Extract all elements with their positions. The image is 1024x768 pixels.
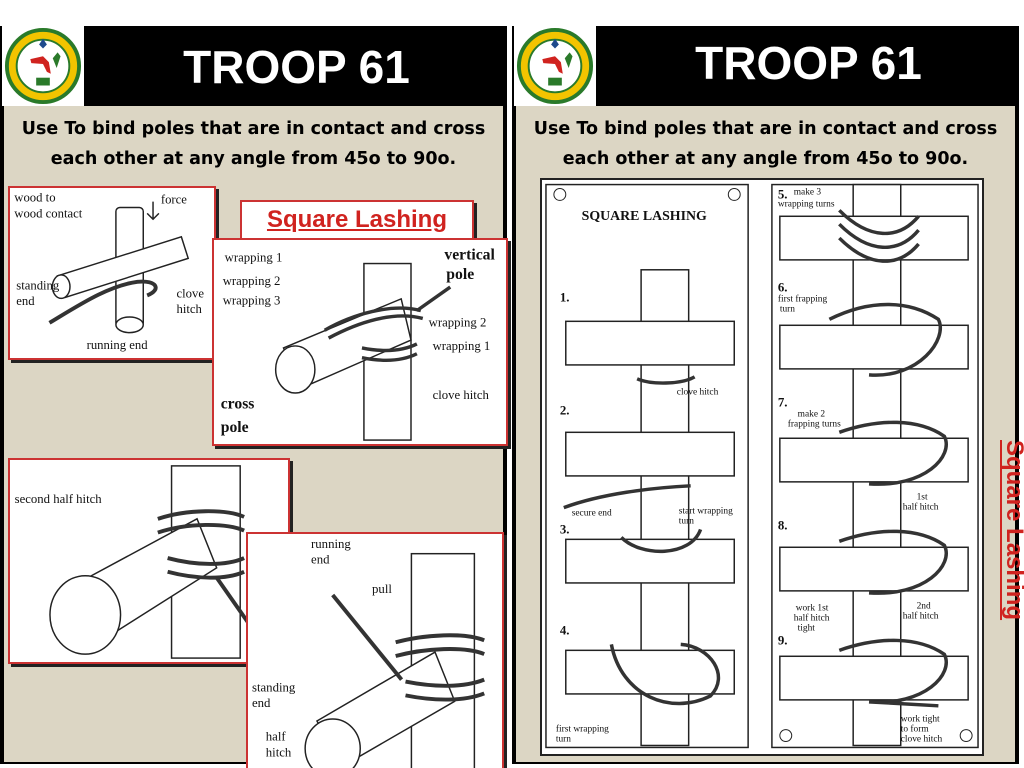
- troop-logo-right: [514, 26, 596, 106]
- label-wood-contact: wood contact: [14, 206, 82, 220]
- half-hitch-illustration: second half hitch pull: [15, 465, 276, 659]
- label-wrapping-1: wrapping 1: [225, 251, 283, 265]
- label-wrapping-3: wrapping 3: [223, 294, 281, 308]
- square-lashing-tag: Square Lashing: [240, 200, 474, 240]
- label-first-frapping: first frapping: [778, 294, 828, 305]
- label-pull-2: pull: [372, 582, 392, 596]
- label-half-hitch-3: half hitch: [903, 611, 939, 622]
- right-slide: TROOP 61 Use To bind poles that are in c…: [512, 26, 1019, 764]
- step-6: 6.: [778, 281, 788, 295]
- label-first-wrapping: first wrapping: [556, 724, 609, 735]
- label-half-hitch: half hitch: [903, 502, 939, 513]
- label-frapping-turns: frapping turns: [788, 418, 841, 429]
- page-title-right: TROOP 61: [695, 37, 922, 89]
- label-wood-to: wood to: [14, 191, 55, 205]
- label-wrapping-turns: wrapping turns: [778, 199, 835, 209]
- wrapping-illustration: wrapping 1 wrapping 2 wrapping 3 vertica…: [221, 247, 496, 441]
- step-4: 4.: [560, 623, 570, 637]
- label-second-half-hitch: second half hitch: [15, 492, 103, 506]
- label-end: end: [16, 294, 35, 308]
- label-work-tight: work tight: [901, 715, 940, 725]
- poles-illustration: wood to wood contact force standing end …: [14, 191, 204, 353]
- finish-illustration: running end pull standing end half hitch: [252, 537, 485, 768]
- label-running: running: [311, 537, 351, 551]
- step-8: 8.: [778, 518, 788, 532]
- step-1: 1.: [560, 291, 570, 305]
- florida-emblem-icon: [516, 27, 594, 105]
- figure-wood-contact: wood to wood contact force standing end …: [8, 186, 216, 360]
- figure-half-hitch: second half hitch pull: [8, 458, 290, 664]
- description: Use To bind poles that are in contact an…: [21, 119, 486, 169]
- label-half: half: [266, 730, 287, 744]
- sheet-title: SQUARE LASHING: [582, 209, 707, 224]
- label-running-end: running end: [87, 338, 149, 352]
- label-turn: turn: [679, 516, 694, 526]
- label-first: 1st: [917, 493, 928, 503]
- label-standing-end: end: [252, 696, 271, 710]
- label-secure-end: secure end: [572, 509, 612, 519]
- step-7: 7.: [778, 396, 788, 410]
- label-hitch: hitch: [176, 302, 202, 316]
- florida-emblem-icon: [4, 27, 82, 105]
- label-clove-hitch: clove hitch: [433, 388, 490, 402]
- troop-logo: [2, 26, 84, 106]
- label-tight: tight: [798, 624, 816, 634]
- label-pole: pole: [446, 266, 474, 283]
- label-running-end: end: [311, 553, 330, 567]
- label-half-hitch: hitch: [266, 745, 292, 759]
- label-standing-2: standing: [252, 680, 296, 694]
- instruction-illustration: SQUARE LASHING 1. 2. 3. 4. 5. 6. 7. 8. 9…: [545, 183, 979, 749]
- label-clove: clove: [176, 286, 204, 300]
- square-lashing-vertical-tag: Square Lashing: [1001, 439, 1024, 621]
- figure-finish: running end pull standing end half hitch: [246, 532, 504, 768]
- label-cross: cross: [221, 396, 255, 413]
- label-force: force: [161, 193, 187, 207]
- step-5: 5.: [778, 187, 788, 201]
- label-clove-hitch: clove hitch: [677, 388, 719, 398]
- label-make-3: make 3: [794, 187, 822, 197]
- label-second: 2nd: [917, 602, 931, 612]
- step-9: 9.: [778, 633, 788, 647]
- label-wrapping-2: wrapping 2: [223, 274, 281, 288]
- figure-wrappings: wrapping 1 wrapping 2 wrapping 3 vertica…: [212, 238, 508, 446]
- label-to-form: to form: [901, 724, 930, 735]
- label-clove-hitch-2: clove hitch: [901, 735, 943, 745]
- label-half-hitch-2: half hitch: [794, 613, 830, 624]
- step-3: 3.: [560, 522, 570, 536]
- description-right: Use To bind poles that are in contact an…: [533, 119, 998, 169]
- label-start-wrapping: start wrapping: [679, 507, 733, 517]
- label-vertical: vertical: [444, 247, 495, 264]
- label-turn-2: turn: [556, 735, 571, 745]
- label-wrapping-2b: wrapping 2: [429, 315, 487, 329]
- label-standing: standing: [16, 279, 60, 293]
- label-make-2: make 2: [798, 409, 826, 419]
- label-work-1: work 1st: [796, 604, 829, 614]
- label-cross-pole: pole: [221, 419, 249, 436]
- label-turn-3: turn: [780, 304, 795, 314]
- page-title: TROOP 61: [183, 41, 410, 93]
- left-slide: TROOP 61 Use To bind poles that are in c…: [0, 26, 508, 768]
- label-wrapping-1b: wrapping 1: [433, 339, 491, 353]
- step-2: 2.: [560, 403, 570, 417]
- instruction-sheet: SQUARE LASHING 1. 2. 3. 4. 5. 6. 7. 8. 9…: [540, 178, 984, 756]
